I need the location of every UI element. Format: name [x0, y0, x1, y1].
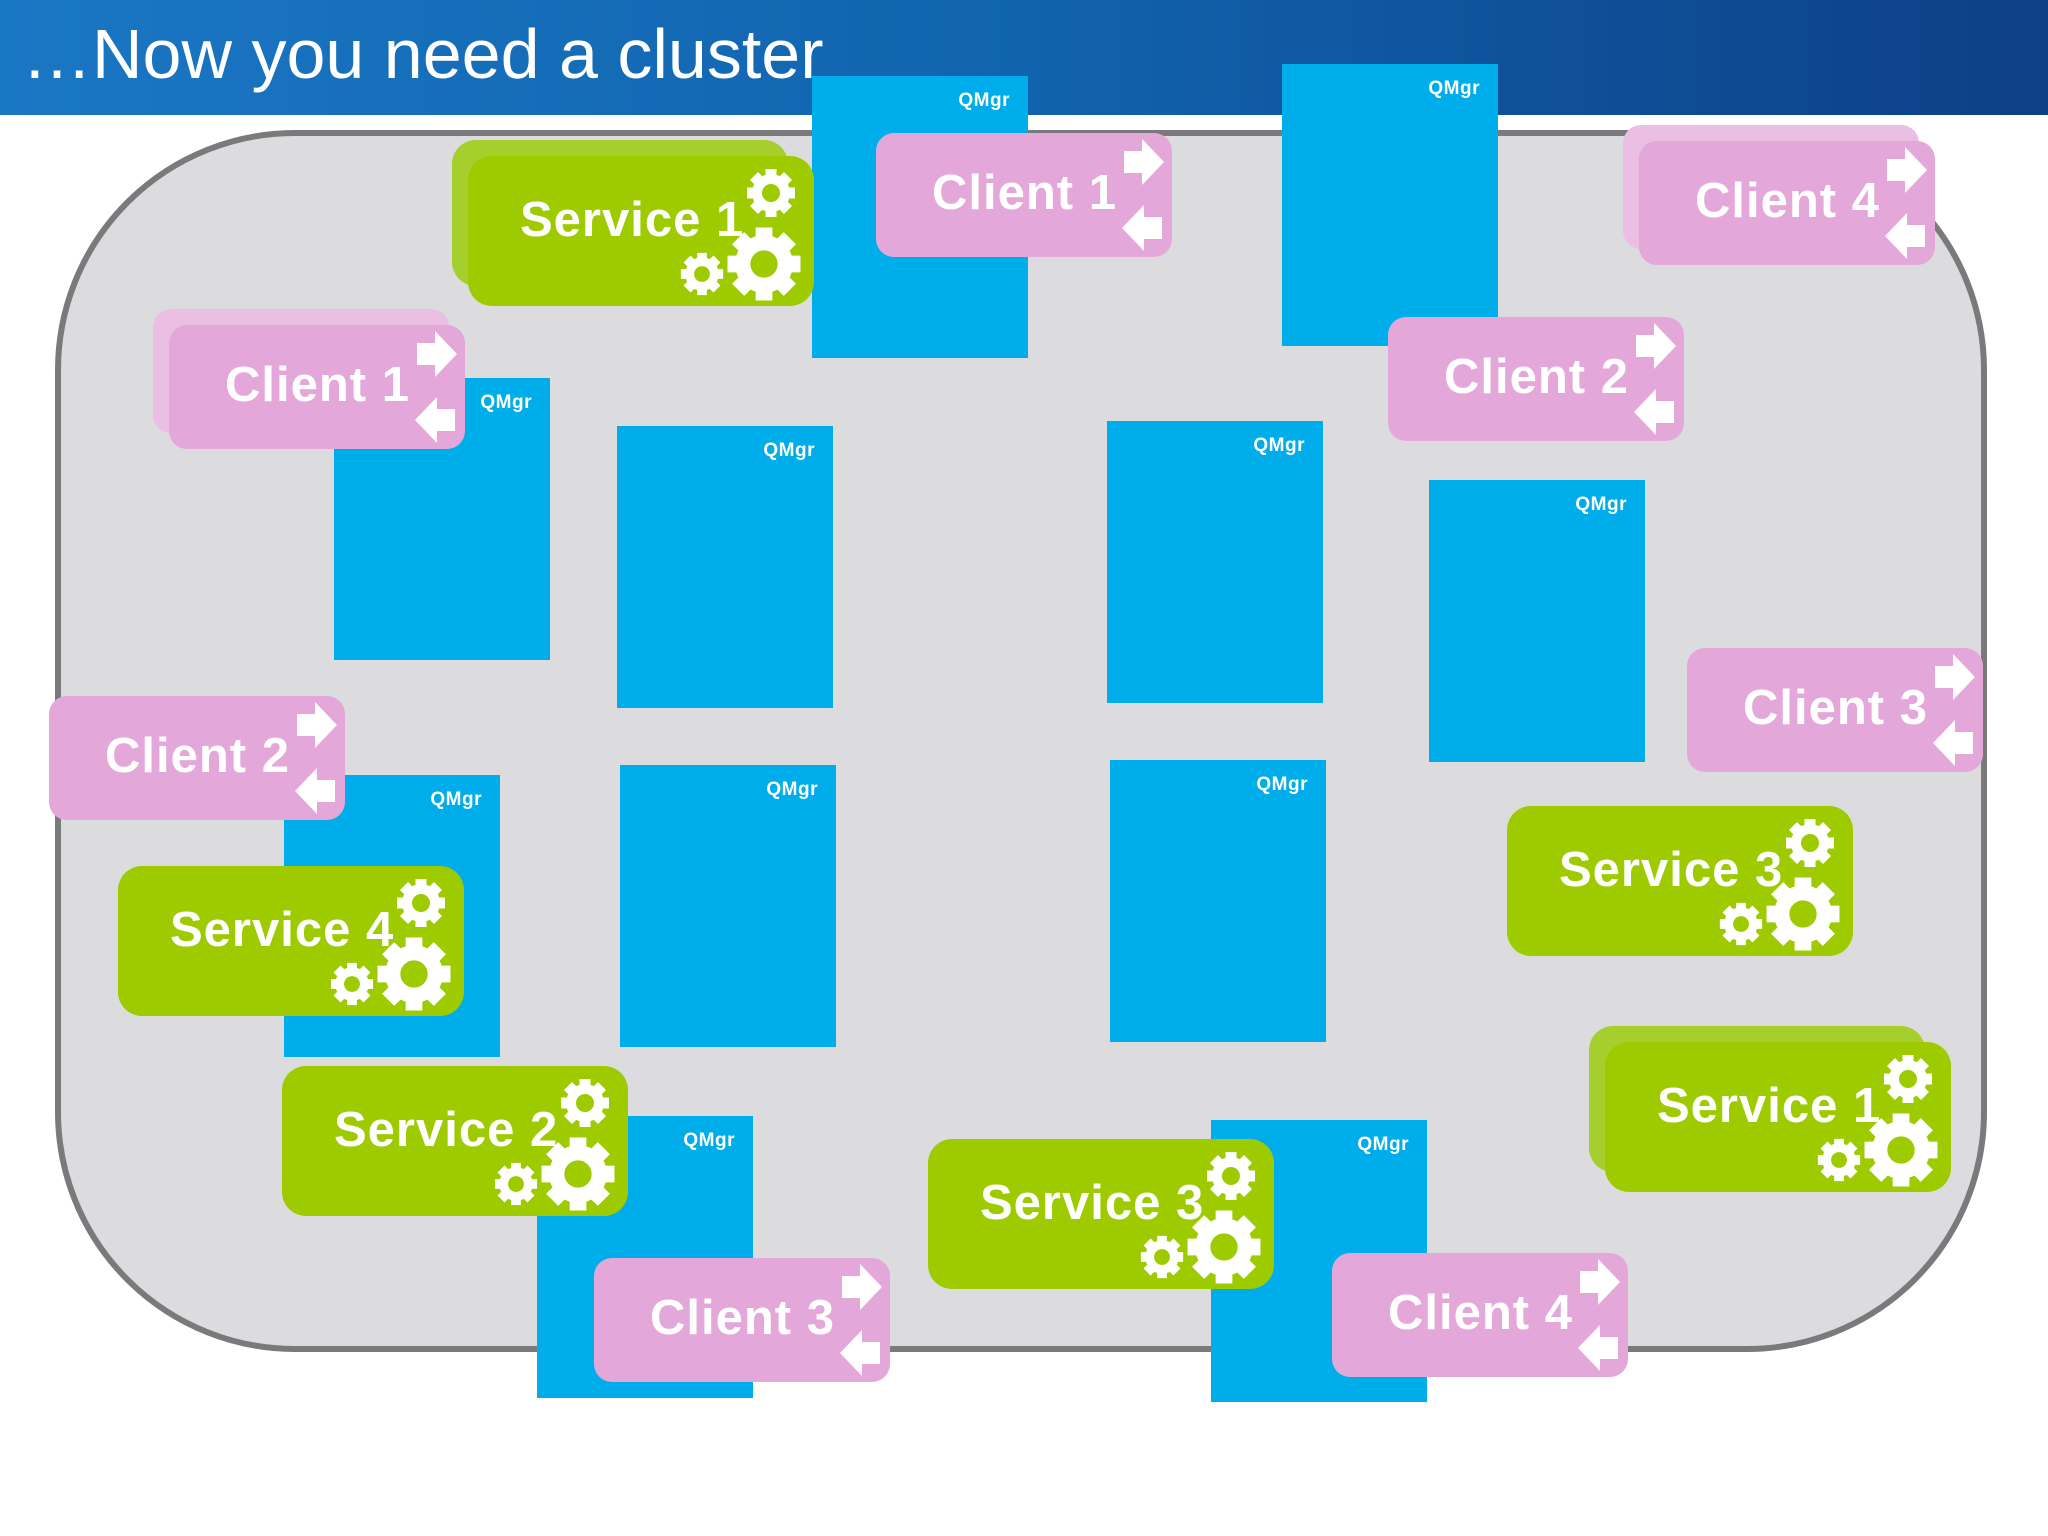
service-label: Service 2: [334, 1103, 559, 1157]
client-label: Client 4: [1388, 1286, 1573, 1340]
service-card: Service 2: [282, 1066, 628, 1216]
client-card: Client 3: [1687, 648, 1983, 772]
client-label: Client 2: [105, 729, 290, 783]
client-box: Client 3: [1687, 648, 1987, 774]
client-box: Client 1: [876, 133, 1176, 259]
qmgr-box: QMgr: [620, 765, 836, 1047]
arrows-icon: [1931, 652, 1977, 768]
qmgr-label: QMgr: [480, 392, 532, 413]
service-label: Service 1: [1657, 1079, 1882, 1133]
gears-icon: [1817, 1055, 1938, 1187]
client-label: Client 1: [932, 166, 1117, 220]
service-label: Service 4: [170, 903, 395, 957]
qmgr-label: QMgr: [1428, 78, 1480, 99]
service-card: Service 4: [118, 866, 464, 1016]
client-card: Client 4: [1639, 141, 1935, 265]
service-card: Service 3: [928, 1139, 1274, 1289]
qmgr-label: QMgr: [1357, 1134, 1409, 1155]
arrows-icon: [1883, 145, 1929, 261]
service-box: Service 3: [928, 1139, 1278, 1291]
service-box: Service 4: [118, 866, 468, 1018]
client-card: Client 3: [594, 1258, 890, 1382]
arrows-icon: [1120, 137, 1166, 253]
client-card: Client 1: [169, 325, 465, 449]
arrows-icon: [293, 700, 339, 816]
qmgr-box: QMgr: [1110, 760, 1326, 1042]
qmgr-label: QMgr: [958, 90, 1010, 111]
client-box: Client 3: [594, 1258, 894, 1384]
client-card: Client 2: [49, 696, 345, 820]
client-label: Client 4: [1695, 174, 1880, 228]
qmgr-label: QMgr: [766, 779, 818, 800]
service-label: Service 1: [520, 193, 745, 247]
service-box: Service 1: [452, 140, 818, 308]
arrows-icon: [838, 1262, 884, 1378]
qmgr-label: QMgr: [1256, 774, 1308, 795]
service-card: Service 1: [1605, 1042, 1951, 1192]
client-label: Client 3: [1743, 681, 1928, 735]
client-box: Client 4: [1332, 1253, 1632, 1379]
qmgr-box: QMgr: [1282, 64, 1498, 346]
gears-icon: [1719, 819, 1840, 951]
service-label: Service 3: [980, 1176, 1205, 1230]
qmgr-label: QMgr: [683, 1130, 735, 1151]
service-box: Service 2: [282, 1066, 632, 1218]
client-box: Client 2: [49, 696, 349, 822]
gears-icon: [1140, 1152, 1261, 1284]
client-box: Client 1: [153, 309, 469, 451]
arrows-icon: [1632, 321, 1678, 437]
service-label: Service 3: [1559, 843, 1784, 897]
service-box: Service 1: [1589, 1026, 1955, 1194]
arrows-icon: [1576, 1257, 1622, 1373]
client-card: Client 4: [1332, 1253, 1628, 1377]
client-label: Client 3: [650, 1291, 835, 1345]
service-card: Service 3: [1507, 806, 1853, 956]
client-box: Client 2: [1388, 317, 1688, 443]
gears-icon: [680, 169, 801, 301]
service-box: Service 3: [1507, 806, 1857, 958]
qmgr-label: QMgr: [1253, 435, 1305, 456]
service-card: Service 1: [468, 156, 814, 306]
qmgr-box: QMgr: [617, 426, 833, 708]
qmgr-label: QMgr: [763, 440, 815, 461]
gears-icon: [330, 879, 451, 1011]
client-label: Client 1: [225, 358, 410, 412]
gears-icon: [494, 1079, 615, 1211]
arrows-icon: [413, 329, 459, 445]
page-title: …Now you need a cluster: [22, 15, 824, 93]
qmgr-label: QMgr: [1575, 494, 1627, 515]
client-card: Client 1: [876, 133, 1172, 257]
client-card: Client 2: [1388, 317, 1684, 441]
qmgr-box: QMgr: [1107, 421, 1323, 703]
qmgr-label: QMgr: [430, 789, 482, 810]
qmgr-box: QMgr: [1429, 480, 1645, 762]
client-box: Client 4: [1623, 125, 1939, 267]
client-label: Client 2: [1444, 350, 1629, 404]
